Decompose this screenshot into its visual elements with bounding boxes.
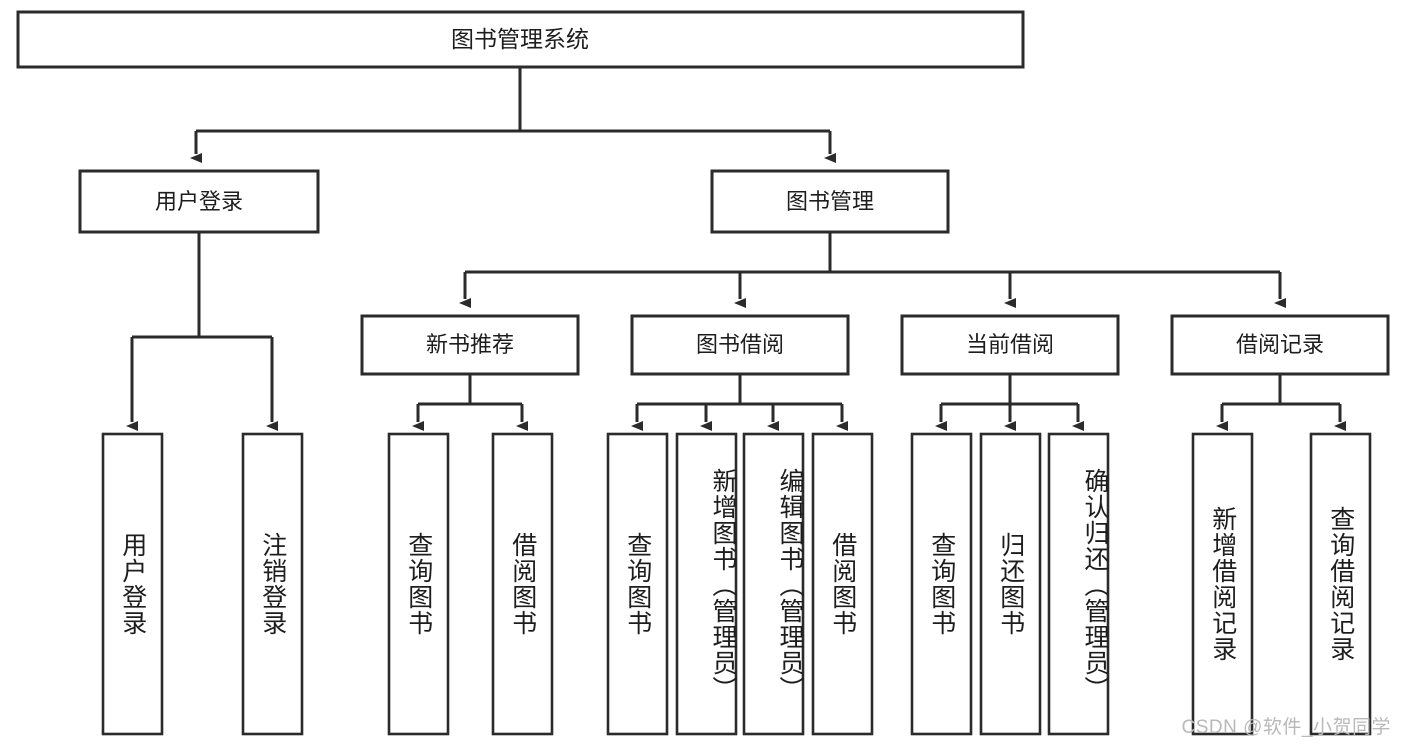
leaf-box-book-borrow-2[interactable] bbox=[742, 432, 805, 736]
node-current-borrow[interactable]: 当前借阅 bbox=[900, 314, 1120, 376]
leaf-box-borrow-record-1[interactable] bbox=[1309, 432, 1372, 736]
node-book-management[interactable]: 图书管理 bbox=[710, 169, 950, 234]
node-current-borrow-box bbox=[900, 314, 1120, 376]
leaf-box-user-login-0[interactable] bbox=[101, 432, 164, 736]
leaf-box-borrow-record-0[interactable] bbox=[1191, 432, 1254, 736]
node-user-login[interactable]: 用户登录 bbox=[78, 169, 320, 234]
node-new-book-recommend[interactable]: 新书推荐 bbox=[360, 314, 580, 376]
leaf-box-current-borrow-1[interactable] bbox=[979, 432, 1042, 736]
connector-new-book-recommend-to-leaves bbox=[412, 374, 528, 431]
connector-book-borrow-to-leaves bbox=[631, 374, 848, 431]
connector-root-to-level1 bbox=[190, 67, 836, 163]
leaf-box-current-borrow-0[interactable] bbox=[910, 432, 973, 736]
node-user-login-box bbox=[78, 169, 320, 234]
connector-user-login-to-leaves bbox=[126, 232, 278, 431]
watermark-text: CSDN @软件_小贺同学 bbox=[1181, 717, 1391, 738]
node-borrow-record-label: 借阅记录 bbox=[1236, 332, 1324, 357]
node-new-book-recommend-box bbox=[360, 314, 580, 376]
leaf-box-user-login-1[interactable] bbox=[241, 432, 304, 736]
node-root-box bbox=[16, 10, 1025, 69]
leaf-box-book-borrow-0[interactable] bbox=[606, 432, 669, 736]
node-current-borrow-label: 当前借阅 bbox=[966, 332, 1054, 357]
leaf-box-book-borrow-1[interactable] bbox=[675, 432, 738, 736]
node-root-label: 图书管理系统 bbox=[451, 26, 589, 52]
node-user-login-label: 用户登录 bbox=[155, 189, 243, 214]
node-borrow-record[interactable]: 借阅记录 bbox=[1170, 314, 1390, 376]
connector-book-management-to-level2 bbox=[459, 232, 1286, 308]
node-book-management-label: 图书管理 bbox=[786, 189, 874, 214]
node-root[interactable]: 图书管理系统 bbox=[16, 10, 1025, 69]
connector-borrow-record-to-leaves bbox=[1216, 374, 1346, 431]
node-new-book-recommend-label: 新书推荐 bbox=[426, 332, 514, 357]
node-book-borrow-label: 图书借阅 bbox=[696, 332, 784, 357]
node-book-borrow[interactable]: 图书借阅 bbox=[630, 314, 850, 376]
connector-current-borrow-to-leaves bbox=[935, 374, 1084, 431]
leaf-box-book-borrow-3[interactable] bbox=[811, 432, 874, 736]
leaf-box-new-book-0[interactable] bbox=[387, 432, 450, 736]
leaf-box-new-book-1[interactable] bbox=[491, 432, 554, 736]
leaf-box-current-borrow-2[interactable] bbox=[1047, 432, 1110, 736]
